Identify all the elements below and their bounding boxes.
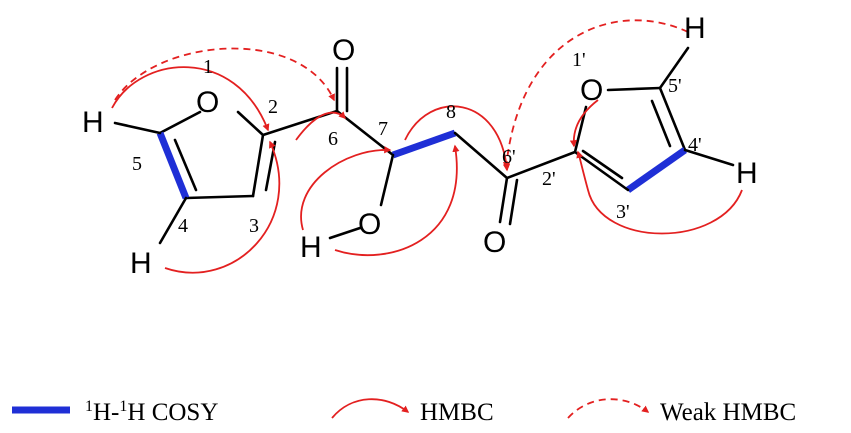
number-8: 8: [446, 101, 456, 123]
bond-c6p-c2p: [505, 150, 577, 180]
bond-c4p-h4p: [683, 148, 735, 167]
atom-o7: O: [358, 208, 381, 241]
legend-cosy-sup2: 1: [119, 398, 127, 415]
atom-h4: H: [130, 247, 152, 280]
central-chain: [261, 66, 577, 240]
legend-cosy-mid: H-: [93, 399, 119, 426]
legend-hmbc-arrow: [331, 398, 410, 419]
hmbc-correlations: [111, 66, 743, 274]
number-4: 4: [178, 215, 188, 237]
bond-c3p-c2p: [573, 150, 630, 192]
bond-c3-c4: [184, 194, 255, 200]
number-1p: 1': [572, 49, 586, 71]
number-2p: 2': [542, 168, 556, 190]
legend-cosy-label: 1H-1H COSY: [85, 398, 218, 426]
atom-h4p: H: [736, 157, 758, 190]
legend: 1H-1H COSY HMBC Weak HMBC: [12, 398, 796, 426]
atom-h5: H: [82, 106, 104, 139]
weak-hmbc-arrow-h5-c6: [114, 47, 335, 102]
bond-o1-c2: [236, 110, 265, 137]
atom-o1: O: [196, 86, 219, 119]
bond-c8-c6p: [453, 131, 509, 180]
cosy-bond-h4-h5: [156, 131, 190, 200]
position-numbers: 1 2 3 4 5 6 7 8 6' 1' 2' 3' 4' 5': [132, 49, 702, 237]
weak-hmbc-correlations: [114, 19, 689, 170]
bond-c4-c5-double: [173, 138, 198, 192]
number-5: 5: [132, 153, 142, 175]
number-6p: 6': [502, 146, 516, 168]
legend-hmbc-label: HMBC: [420, 399, 494, 426]
hmbc-arrow-h3-c6: [295, 111, 347, 141]
hmbc-arrow-h7-c6p: [404, 105, 511, 172]
legend-cosy-tail: H COSY: [127, 399, 218, 426]
hmbc-arrow-oh-c8: [334, 144, 460, 257]
bond-c2-c3: [251, 133, 265, 198]
number-7: 7: [378, 118, 388, 140]
weak-hmbc-arrow-h5p-c6p: [503, 19, 689, 170]
atom-o6p: O: [483, 226, 506, 259]
bond-o7-h: [328, 226, 362, 240]
bond-c5p-c4p-double: [650, 99, 672, 148]
number-4p: 4': [688, 134, 702, 156]
hmbc-arrow-h3p-c2p: [569, 99, 599, 148]
hmbc-arrow-h4-c2: [164, 140, 281, 274]
number-2: 2: [268, 96, 278, 118]
bond-c6p-o-double: [508, 178, 519, 226]
bond-c6-c7: [335, 109, 395, 157]
bond-c5p-c4p: [658, 86, 687, 152]
atom-o6: O: [332, 34, 355, 67]
atom-h5p: H: [684, 12, 706, 45]
bond-c5p-h5p: [658, 46, 690, 90]
right-furan-ring: [573, 46, 735, 193]
number-1: 1: [203, 56, 213, 78]
number-3p: 3': [616, 201, 630, 223]
cosy-bond-h3p-h4p: [625, 147, 688, 193]
bond-c4-h4: [158, 196, 188, 245]
bond-c6p-o: [498, 176, 509, 224]
bond-c7-o7: [379, 153, 395, 207]
atom-labels: O O O O O H H H H H: [82, 12, 758, 280]
number-5p: 5': [668, 75, 682, 97]
left-furan-ring: [113, 110, 277, 245]
atom-h-oh: H: [300, 231, 322, 264]
bond-c3p-c2p-double: [581, 149, 624, 180]
bond-c5-h5: [113, 121, 162, 135]
cosy-bond-h7-h8: [391, 129, 457, 159]
bond-o1-c5: [158, 110, 202, 135]
legend-weak-hmbc-label: Weak HMBC: [660, 399, 796, 426]
number-3: 3: [249, 215, 259, 237]
bond-o1p-c5p: [606, 86, 662, 92]
legend-weak-hmbc-arrow: [567, 398, 650, 419]
hmbc-arrow-oh-c7: [300, 146, 392, 231]
hmbc-arrow-h5-c2: [111, 66, 270, 132]
legend-cosy-sup1: 1: [85, 398, 93, 415]
hmbc-arrow-h4p-c2p: [576, 150, 743, 235]
atom-o1p: O: [580, 74, 603, 107]
number-6: 6: [328, 128, 338, 150]
